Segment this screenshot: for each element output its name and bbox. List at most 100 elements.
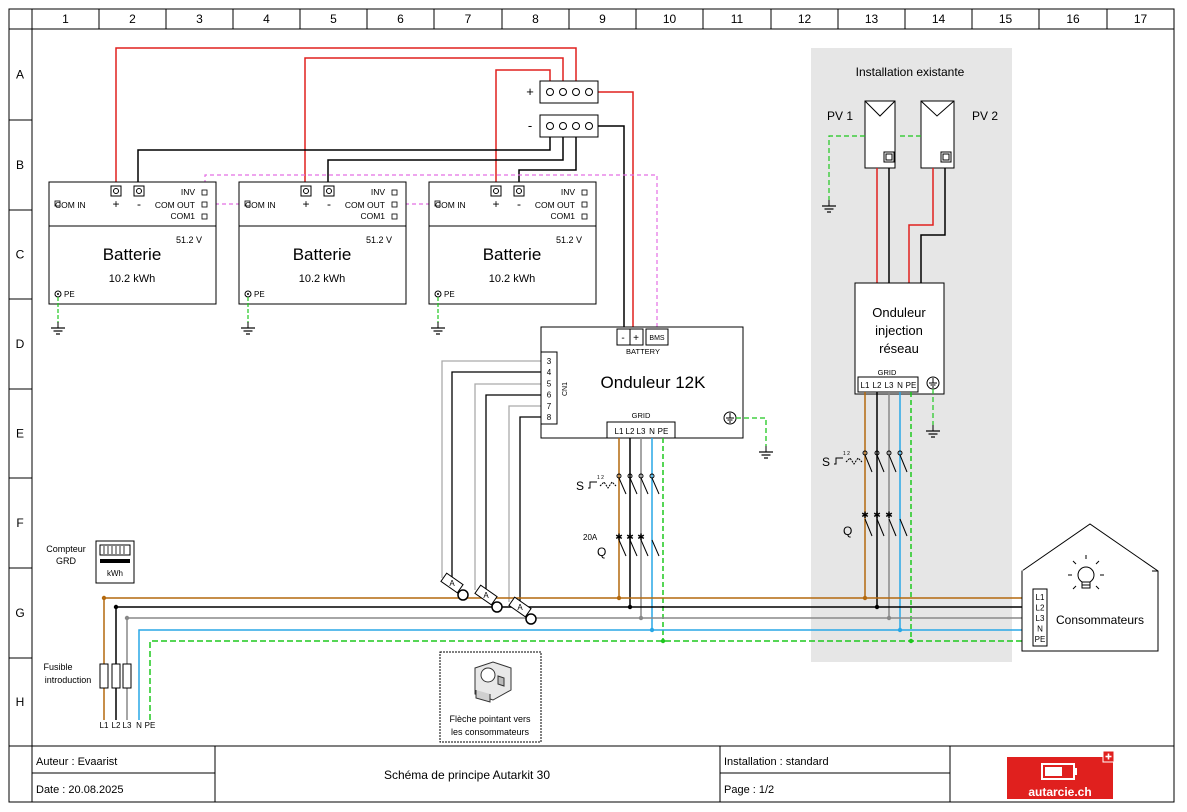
- svg-text:N: N: [649, 427, 655, 436]
- svg-text:N: N: [1037, 625, 1043, 634]
- current-transformer-1: A: [440, 572, 469, 601]
- row-label: G: [15, 606, 24, 620]
- ct-legend: Flèche pointant vers les consommateurs: [439, 651, 542, 743]
- svg-text:A: A: [517, 603, 523, 612]
- svg-text:L3: L3: [1036, 614, 1045, 623]
- drawing-title: Schéma de principe Autarkit 30: [384, 768, 550, 782]
- svg-text:kWh: kWh: [107, 569, 123, 578]
- column-label: 7: [465, 12, 472, 26]
- svg-text:les consommateurs: les consommateurs: [451, 727, 530, 737]
- date: Date : 20.08.2025: [36, 784, 123, 796]
- row-label: A: [16, 68, 24, 82]
- drawing-frame: [8, 8, 1175, 803]
- svg-text:L1: L1: [861, 381, 870, 390]
- column-label: 15: [999, 12, 1013, 26]
- column-label: 8: [532, 12, 539, 26]
- svg-text:INV: INV: [561, 187, 576, 197]
- column-label: 5: [330, 12, 337, 26]
- svg-text:10.2 kWh: 10.2 kWh: [299, 273, 345, 285]
- consumers-label: Consommateurs: [1056, 613, 1144, 627]
- column-label: 6: [397, 12, 404, 26]
- autarcie-logo: autarcie.ch: [1007, 750, 1115, 799]
- svg-text:8: 8: [547, 413, 552, 422]
- svg-text:51.2 V: 51.2 V: [176, 235, 202, 245]
- author: Auteur : Evaarist: [36, 756, 117, 768]
- row-label: B: [16, 158, 24, 172]
- svg-text:CN1: CN1: [562, 382, 569, 396]
- svg-text:+: +: [302, 197, 309, 211]
- column-label: 14: [932, 12, 946, 26]
- row-label: F: [16, 516, 23, 530]
- svg-text:1 2: 1 2: [597, 475, 604, 481]
- svg-text:GRID: GRID: [632, 411, 651, 420]
- energy-meter: Compteur GRD kWh: [46, 540, 135, 584]
- svg-text:COM1: COM1: [550, 211, 575, 221]
- svg-text:5: 5: [547, 379, 552, 388]
- svg-text:Onduleur: Onduleur: [872, 305, 926, 320]
- svg-text:S: S: [576, 479, 584, 493]
- svg-text:Flèche pointant vers: Flèche pointant vers: [449, 714, 531, 724]
- svg-text:PE: PE: [254, 290, 265, 299]
- svg-text:-: -: [137, 197, 141, 211]
- svg-text:L1: L1: [615, 427, 624, 436]
- pv-wiring: [828, 135, 946, 283]
- svg-text:introduction: introduction: [45, 675, 92, 685]
- current-transformers: A A A: [440, 572, 537, 625]
- current-clamp-icon: [474, 661, 512, 703]
- svg-text:S: S: [822, 455, 830, 469]
- svg-text:PE: PE: [64, 290, 75, 299]
- svg-text:COM1: COM1: [170, 211, 195, 221]
- svg-text:L2: L2: [1036, 604, 1045, 613]
- svg-text:autarcie.ch: autarcie.ch: [1028, 785, 1091, 799]
- svg-text:✱: ✱: [885, 510, 893, 520]
- svg-text:4: 4: [547, 368, 552, 377]
- inverter-pe-wire: [736, 417, 767, 446]
- svg-text:GRD: GRD: [56, 556, 77, 566]
- svg-text:réseau: réseau: [879, 341, 919, 356]
- row-label: E: [16, 427, 24, 441]
- breaker-q-right: Q ✱ ✱ ✱: [843, 510, 908, 538]
- svg-text:20A: 20A: [583, 533, 598, 542]
- busbar-minus: -: [528, 114, 599, 138]
- svg-text:PV 2: PV 2: [972, 109, 998, 123]
- svg-text:COM OUT: COM OUT: [345, 200, 385, 210]
- svg-text:L3: L3: [123, 721, 132, 730]
- battery-title: Batterie: [103, 245, 162, 264]
- installation-type: Installation : standard: [724, 756, 829, 768]
- svg-text:L3: L3: [637, 427, 646, 436]
- title-block: Auteur : Evaarist Date : 20.08.2025 Sché…: [31, 746, 1115, 802]
- column-label: 11: [731, 12, 744, 26]
- svg-text:✱: ✱: [626, 532, 634, 542]
- current-transformer-2: A: [474, 584, 503, 613]
- svg-text:-: -: [327, 197, 331, 211]
- svg-text:Q: Q: [843, 524, 852, 538]
- svg-text:BATTERY: BATTERY: [626, 347, 660, 356]
- svg-text:N: N: [897, 381, 903, 390]
- breaker-q-left: 20A Q ✱ ✱ ✱: [583, 532, 660, 559]
- lightbulb-icon: [1068, 555, 1104, 590]
- column-label: 3: [196, 12, 203, 26]
- svg-text:COM IN: COM IN: [435, 200, 466, 210]
- column-label: 17: [1134, 12, 1148, 26]
- svg-text:injection: injection: [875, 323, 923, 338]
- svg-text:A: A: [449, 579, 455, 588]
- svg-text:INV: INV: [371, 187, 386, 197]
- svg-text:L1: L1: [1036, 593, 1045, 602]
- svg-text:7: 7: [547, 402, 552, 411]
- svg-text:✱: ✱: [873, 510, 881, 520]
- svg-text:GRID: GRID: [878, 368, 897, 377]
- battery-title: Batterie: [293, 245, 352, 264]
- row-label: C: [16, 248, 25, 262]
- svg-text:INV: INV: [181, 187, 196, 197]
- svg-text:Q: Q: [597, 545, 606, 559]
- svg-text:L1: L1: [100, 721, 109, 730]
- svg-text:51.2 V: 51.2 V: [366, 235, 392, 245]
- svg-text:3: 3: [547, 357, 552, 366]
- page-number: Page : 1/2: [724, 784, 774, 796]
- svg-text:N: N: [136, 721, 142, 730]
